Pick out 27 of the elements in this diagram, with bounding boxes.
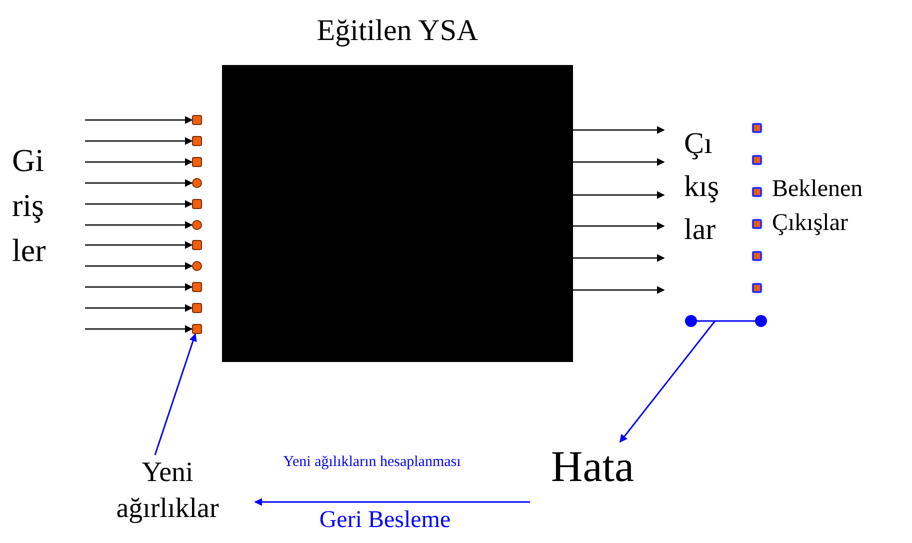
arrow [85, 221, 193, 229]
outputs-label: Çı kış lar [684, 126, 720, 248]
arrow [573, 254, 665, 262]
arrow [573, 191, 665, 199]
arrow [573, 222, 665, 230]
arrow [85, 304, 193, 312]
block-title: Eğitilen YSA [316, 13, 480, 49]
arrow [85, 137, 193, 145]
node-text: Hata [550, 442, 634, 492]
arrow [85, 158, 193, 166]
arrow [85, 262, 193, 270]
expected-outputs-label: Beklenen Çıkışlar [772, 175, 864, 238]
arrow [85, 241, 193, 249]
inputs-label: Gi riş ler [12, 141, 47, 270]
arrow [85, 179, 193, 187]
arrow [254, 498, 530, 506]
arrow [85, 116, 193, 124]
note-text: Yeni ağılıkların hesaplanması [282, 453, 462, 472]
arrow [573, 126, 665, 134]
arrow [85, 325, 193, 333]
arrow [85, 200, 193, 208]
arrow [154, 333, 197, 456]
arrow [85, 283, 193, 291]
arrow [573, 158, 665, 166]
node-text: Yeni ağırlıklar [115, 456, 220, 526]
arrow [573, 286, 665, 294]
arrow [619, 320, 716, 443]
